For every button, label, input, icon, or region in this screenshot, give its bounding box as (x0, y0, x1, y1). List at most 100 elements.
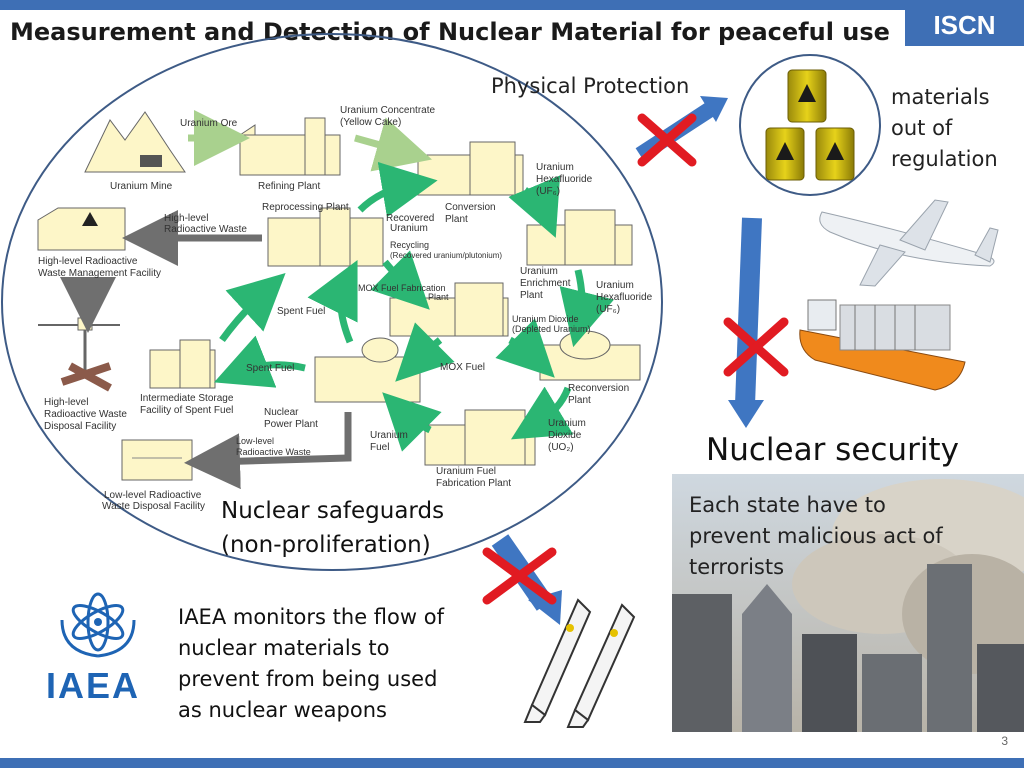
label-uranium-fuel-2: Fuel (370, 442, 389, 453)
reprocessing-plant-icon (267, 207, 384, 267)
cross-mark-icon (723, 317, 789, 377)
safeguards-line-1: Nuclear safeguards (221, 498, 445, 524)
brand-label: ISCN (905, 0, 1024, 46)
label-enrichment-3: Plant (520, 290, 543, 301)
arrow-to-nuclear-security (735, 217, 762, 406)
uranium-mine-icon (84, 111, 186, 173)
cargo-ship-icon (799, 299, 966, 391)
label-uranium-fuel-1: Uranium (370, 430, 408, 441)
label-uo2-1: Uranium (548, 418, 586, 429)
materials-out-text: materials out of regulation (891, 82, 998, 175)
arrow-to-reprocessing (307, 259, 358, 344)
hl-disposal-facility-icon (38, 317, 120, 392)
arrow-spent-fuel-upper (219, 273, 286, 343)
label-conversion-2: Plant (445, 214, 468, 225)
label-npp-1: Nuclear (264, 407, 299, 418)
refining-plant-icon (238, 117, 341, 176)
label-fuel-fab-1: Uranium Fuel (436, 466, 496, 477)
missile-icon (523, 598, 592, 723)
label-hl-disposal-1: High-level (44, 397, 88, 408)
arrow-ll-waste (184, 412, 352, 490)
nuclear-power-plant-icon (314, 337, 421, 403)
label-recovered-2: Uranium (390, 223, 428, 234)
label-fuel-fab-2: Fabrication Plant (436, 478, 511, 489)
label-reconversion-2: Plant (568, 395, 591, 406)
svg-text:IAEA: IAEA (46, 665, 140, 706)
iaea-line-3: prevent from being used (178, 667, 438, 691)
arrow-recycling (370, 250, 430, 310)
label-uf6-2a: Uranium (596, 280, 634, 291)
label-spent-fuel-lower: Spent Fuel (246, 363, 294, 374)
arrow-to-nuclear-security-head (728, 400, 764, 428)
nuclear-security-line-1: Each state have to (689, 493, 886, 517)
label-ll-disposal-1: Low-level Radioactive (104, 490, 202, 501)
conversion-plant-icon (417, 141, 524, 196)
label-recycling-2: (Recovered uranium/plutonium) (390, 251, 502, 260)
reconversion-plant-icon (539, 330, 641, 381)
iaea-line-4: as nuclear weapons (178, 698, 387, 722)
physical-protection-label: Physical Protection (491, 74, 690, 98)
page-number: 3 (1001, 734, 1008, 748)
label-enrichment-2: Enrichment (520, 278, 571, 289)
mox-fabrication-plant-icon (389, 282, 509, 337)
arrow-cycle-1 (508, 175, 561, 238)
label-hl-management-2: Waste Management Facility (38, 268, 161, 279)
label-llw-2: Radioactive Waste (236, 447, 311, 457)
nuclear-security-line-2: prevent malicious act of (689, 524, 943, 548)
arrow-spent-fuel-lower (213, 335, 306, 388)
nuclear-security-line-3: terrorists (689, 555, 785, 579)
arrow-cycle-2 (559, 269, 614, 348)
label-hlw-1: High-level (164, 213, 208, 224)
enrichment-plant-icon (526, 209, 633, 266)
label-llw-1: Low-level (236, 436, 274, 446)
iaea-line-2: nuclear materials to (178, 636, 390, 660)
arrow-physical-protection-head (700, 96, 728, 122)
label-uo2-2: Dioxide (548, 430, 582, 441)
label-mox-fuel: MOX Fuel (440, 362, 485, 373)
radioactive-barrel-icon (815, 127, 855, 181)
cross-mark-icon (637, 113, 697, 167)
label-refining-plant: Refining Plant (258, 181, 320, 192)
top-bar (0, 0, 1024, 10)
materials-line-3: regulation (891, 147, 998, 171)
label-recovered-1: Recovered (386, 213, 434, 224)
label-concentrate-1: Uranium Concentrate (340, 105, 435, 116)
label-reprocessing: Reprocessing Plant (262, 202, 349, 213)
airplane-icon (819, 199, 999, 287)
label-uf6-1a: Uranium (536, 162, 574, 173)
safeguards-boundary (1, 33, 663, 571)
label-uranium-ore: Uranium Ore (180, 118, 238, 129)
arrow-concentrate (354, 117, 432, 172)
materials-line-1: materials (891, 85, 990, 109)
arrow-depleted (495, 318, 555, 378)
intermediate-storage-icon (149, 339, 216, 389)
cross-mark-icon (482, 547, 557, 605)
bottom-bar (0, 758, 1024, 768)
label-concentrate-2: (Yellow Cake) (340, 117, 401, 128)
iaea-line-1: IAEA monitors the flow of (178, 605, 444, 629)
label-hlw-2: Radioactive Waste (164, 224, 247, 235)
label-uf6-2b: Hexafluoride (596, 292, 653, 303)
arrow-cycle-4 (382, 392, 442, 452)
label-intermediate-2: Facility of Spent Fuel (140, 405, 233, 416)
ll-disposal-facility-icon (121, 439, 193, 481)
nuclear-security-heading: Nuclear security (706, 432, 959, 468)
label-hl-disposal-3: Disposal Facility (44, 421, 116, 432)
label-uf6-1b: Hexafluoride (536, 174, 593, 185)
iaea-logo: IAEA (46, 592, 140, 706)
label-uo2-depleted-1: Uranium Dioxide (512, 314, 579, 324)
radioactive-barrel-icon (787, 69, 827, 123)
label-uo2-3: (UO₂) (548, 442, 574, 453)
arrow-mox-fuel (395, 322, 455, 382)
label-hl-disposal-2: Radioactive Waste (44, 409, 127, 420)
label-mox-fab-1: MOX Fuel Fabrication (358, 283, 446, 293)
arrow-cycle-3 (510, 386, 574, 440)
label-hl-management-1: High-level Radioactive (38, 256, 138, 267)
label-conversion-1: Conversion (445, 202, 496, 213)
label-reconversion-1: Reconversion (568, 383, 629, 394)
label-intermediate-1: Intermediate Storage (140, 393, 234, 404)
materials-line-2: out of (891, 116, 953, 140)
safeguards-text: Nuclear safeguards (non-proliferation) (221, 494, 444, 562)
safeguards-line-2: (non-proliferation) (221, 532, 431, 558)
